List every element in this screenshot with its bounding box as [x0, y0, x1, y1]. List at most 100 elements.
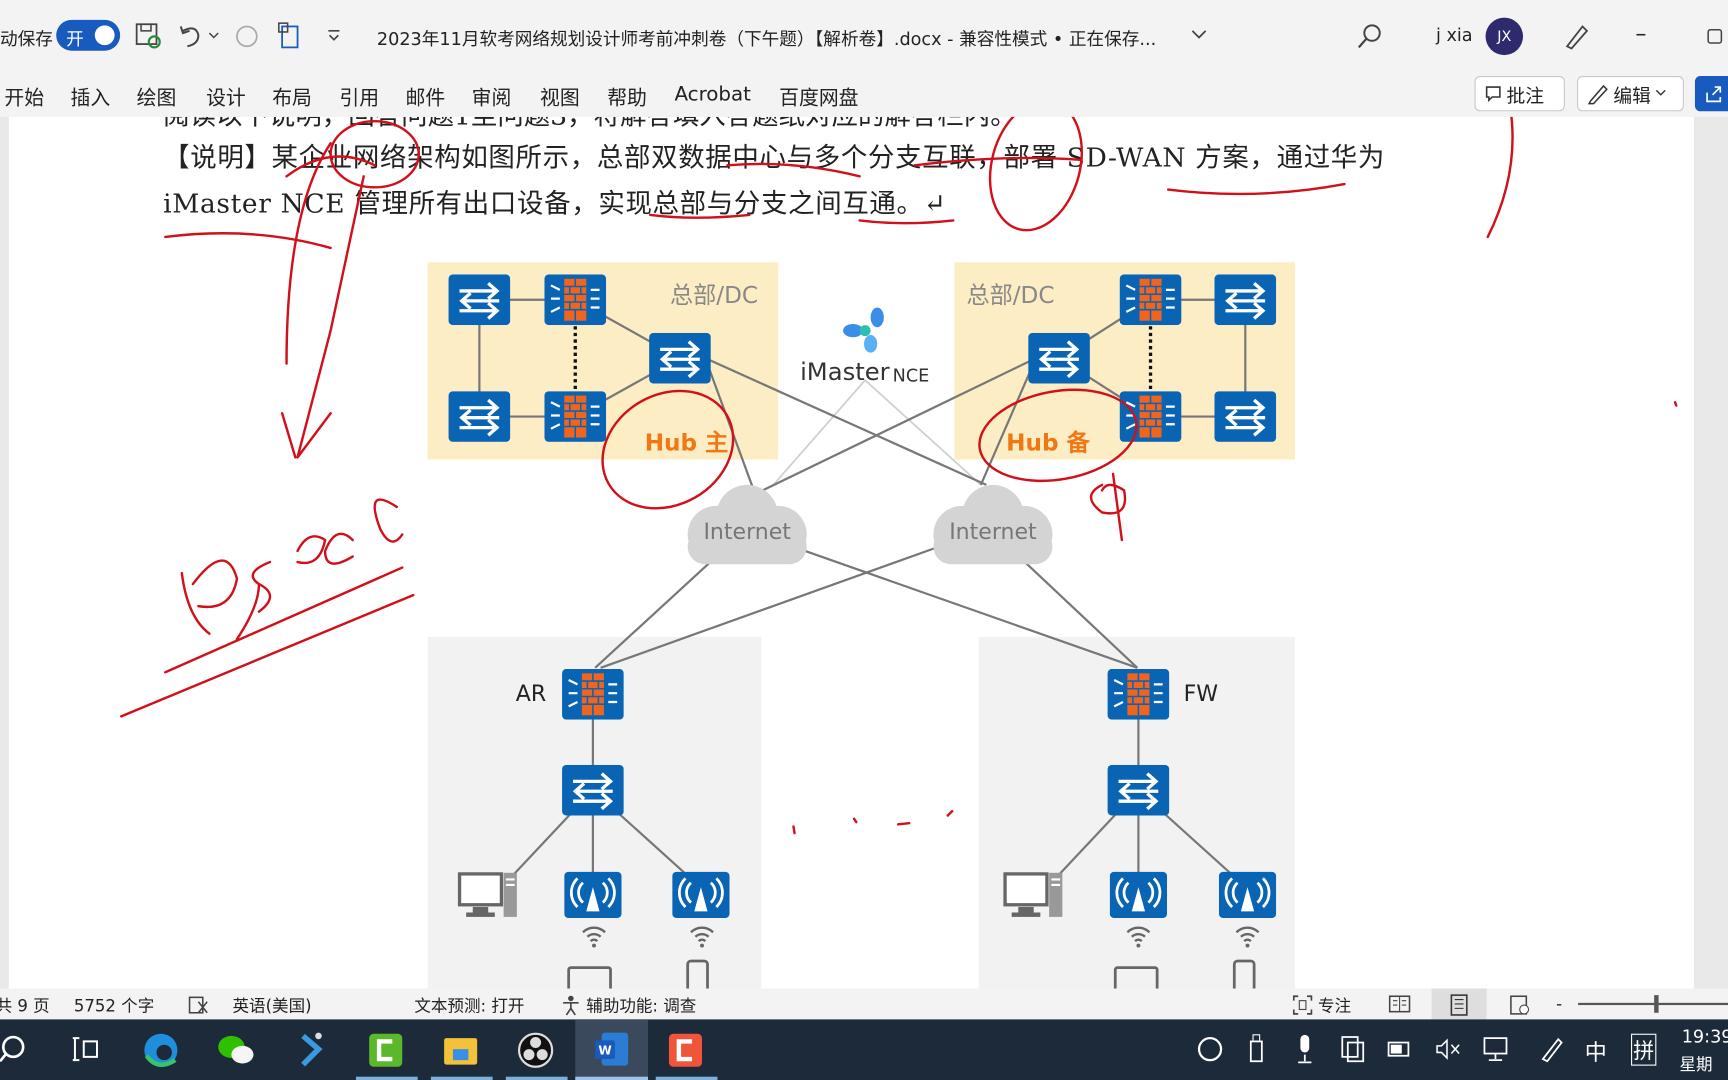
- dc-left-switch-1: [448, 274, 511, 326]
- text-prediction-status[interactable]: 文本预测: 打开: [414, 996, 525, 1017]
- print-layout-icon: [1450, 994, 1468, 1016]
- svg-text:W: W: [598, 1044, 611, 1058]
- obs-icon[interactable]: [514, 1028, 558, 1072]
- status-bar: 共 9 页 5752 个字 英语(美国) 文本预测: 打开 辅助功能: 调查 专…: [0, 988, 1728, 1020]
- accessibility-status[interactable]: 辅助功能: 调查: [586, 996, 697, 1017]
- running-indicator: [505, 1076, 568, 1080]
- redo-icon[interactable]: [234, 22, 260, 48]
- clipboard-icon[interactable]: [277, 22, 303, 51]
- search-icon[interactable]: [1356, 22, 1385, 51]
- clock-time[interactable]: 19:39: [1681, 1025, 1728, 1047]
- description-line-1: 【说明】某企业网络架构如图所示，总部双数据中心与多个分支互联，部署 SD-WAN…: [163, 142, 1386, 174]
- designer-pen-icon[interactable]: [1560, 20, 1591, 51]
- tab-review[interactable]: 审阅: [471, 87, 512, 111]
- user-name[interactable]: j xia: [1435, 24, 1473, 46]
- web-layout-icon[interactable]: [1509, 994, 1531, 1016]
- camtasia-icon[interactable]: [364, 1028, 408, 1072]
- controller-links: [770, 379, 982, 488]
- autosave-toggle-label: 开: [66, 28, 84, 50]
- document-area: 阅读以下说明，回答问题1至问题3，将解答填入答题纸对应的解答栏内。 【说明】某企…: [0, 116, 1728, 989]
- tab-mailings[interactable]: 邮件: [405, 87, 446, 111]
- volume-muted-icon[interactable]: [1435, 1037, 1464, 1061]
- zoom-slider-thumb[interactable]: [1654, 995, 1659, 1013]
- branch-right-ap-1: [1109, 871, 1168, 918]
- tab-draw[interactable]: 绘图: [136, 87, 177, 111]
- save-icon[interactable]: [134, 22, 161, 49]
- hub-main-label: Hub 主: [645, 431, 729, 457]
- tab-references[interactable]: 引用: [339, 87, 380, 111]
- document-page[interactable]: 阅读以下说明，回答问题1至问题3，将解答填入答题纸对应的解答栏内。 【说明】某企…: [8, 116, 1694, 989]
- branch-left-ap-1: [564, 871, 622, 918]
- network-diagram: 总部/DC 总部/DC Hub 主 Hub 备 iMaster NCE Inte…: [120, 116, 1678, 989]
- file-explorer-icon[interactable]: [439, 1028, 483, 1072]
- share-button[interactable]: [1694, 76, 1728, 112]
- dc-left-label: 总部/DC: [670, 283, 758, 309]
- battery-icon[interactable]: [1386, 1037, 1415, 1061]
- page-count[interactable]: 共 9 页: [0, 996, 50, 1017]
- ribbon-shadow: [9, 117, 1694, 119]
- comments-button[interactable]: 批注: [1474, 76, 1565, 112]
- edge-icon[interactable]: [139, 1028, 183, 1072]
- microphone-icon[interactable]: [1294, 1033, 1316, 1066]
- camtasia-recorder-icon[interactable]: [663, 1028, 707, 1072]
- accessibility-icon[interactable]: [560, 994, 582, 1016]
- cloud-left-label: Internet: [703, 520, 791, 545]
- running-indicator: [655, 1076, 718, 1080]
- imaster-nce-logo: [843, 307, 884, 353]
- controller-name: iMaster: [800, 357, 890, 386]
- xmind-icon[interactable]: [289, 1028, 333, 1072]
- ink-annotations: [120, 116, 1678, 835]
- tab-view[interactable]: 视图: [539, 87, 580, 111]
- read-mode-icon[interactable]: [1388, 994, 1411, 1014]
- clock-day[interactable]: 星期日: [1679, 1054, 1713, 1080]
- running-indicator: [355, 1076, 418, 1080]
- focus-icon[interactable]: [1292, 994, 1314, 1016]
- usb-drive-icon[interactable]: [1246, 1033, 1268, 1066]
- focus-mode[interactable]: 专注: [1318, 996, 1352, 1017]
- dc-left-firewall-2: [544, 391, 607, 442]
- restore-icon[interactable]: [1706, 26, 1728, 46]
- pencil-icon: [1587, 84, 1608, 105]
- customize-toolbar-icon[interactable]: [326, 29, 341, 42]
- chevron-down-icon[interactable]: [1190, 29, 1208, 42]
- tab-design[interactable]: 设计: [206, 87, 246, 111]
- language-status[interactable]: 英语(美国): [232, 996, 312, 1017]
- network-icon[interactable]: [1482, 1035, 1511, 1064]
- proofing-icon[interactable]: [187, 995, 209, 1015]
- task-view-icon[interactable]: [71, 1035, 100, 1064]
- running-indicator: [575, 1076, 648, 1080]
- editing-mode-button[interactable]: 编辑: [1577, 76, 1684, 112]
- dc-left-switch-2: [448, 391, 511, 442]
- toggle-knob: [94, 25, 115, 46]
- minimize-button[interactable]: –: [1635, 19, 1647, 47]
- zoom-out-button[interactable]: -: [1556, 994, 1563, 1014]
- wechat-icon[interactable]: [214, 1028, 258, 1072]
- branch-right-fw: [1107, 668, 1170, 720]
- search-icon[interactable]: [0, 1035, 31, 1066]
- ime-language[interactable]: 中: [1584, 1039, 1607, 1066]
- tab-acrobat[interactable]: Acrobat: [674, 82, 751, 106]
- tab-baidu-netdisk[interactable]: 百度网盘: [779, 87, 859, 111]
- dc-left-firewall-1: [544, 274, 607, 326]
- branch-left-ap-2: [672, 871, 730, 918]
- ime-mode[interactable]: 拼: [1631, 1033, 1657, 1066]
- autosave-toggle[interactable]: 开: [56, 19, 121, 51]
- dc-right-firewall-1: [1119, 274, 1182, 326]
- tab-help[interactable]: 帮助: [607, 87, 647, 111]
- obs-tray-icon[interactable]: [1197, 1035, 1223, 1064]
- word-count[interactable]: 5752 个字: [73, 996, 155, 1017]
- editing-mode-label: 编辑: [1613, 85, 1651, 108]
- chevron-down-icon: [1655, 89, 1666, 96]
- window-switch-icon[interactable]: [1340, 1035, 1366, 1064]
- undo-icon[interactable]: [176, 22, 220, 48]
- print-layout-button[interactable]: [1431, 988, 1487, 1020]
- tab-layout[interactable]: 布局: [272, 87, 312, 111]
- word-taskbar-button[interactable]: W: [575, 1019, 648, 1080]
- pen-icon[interactable]: [1538, 1035, 1564, 1064]
- document-title[interactable]: 2023年11月软考网络规划设计师考前冲刺卷（下午题）【解析卷】.docx - …: [376, 28, 1157, 50]
- zoom-slider[interactable]: [1578, 1002, 1728, 1006]
- tab-insert[interactable]: 插入: [70, 87, 111, 111]
- internet-cloud-right: [933, 484, 1053, 565]
- avatar[interactable]: JX: [1485, 17, 1524, 56]
- tab-home[interactable]: 开始: [4, 87, 45, 111]
